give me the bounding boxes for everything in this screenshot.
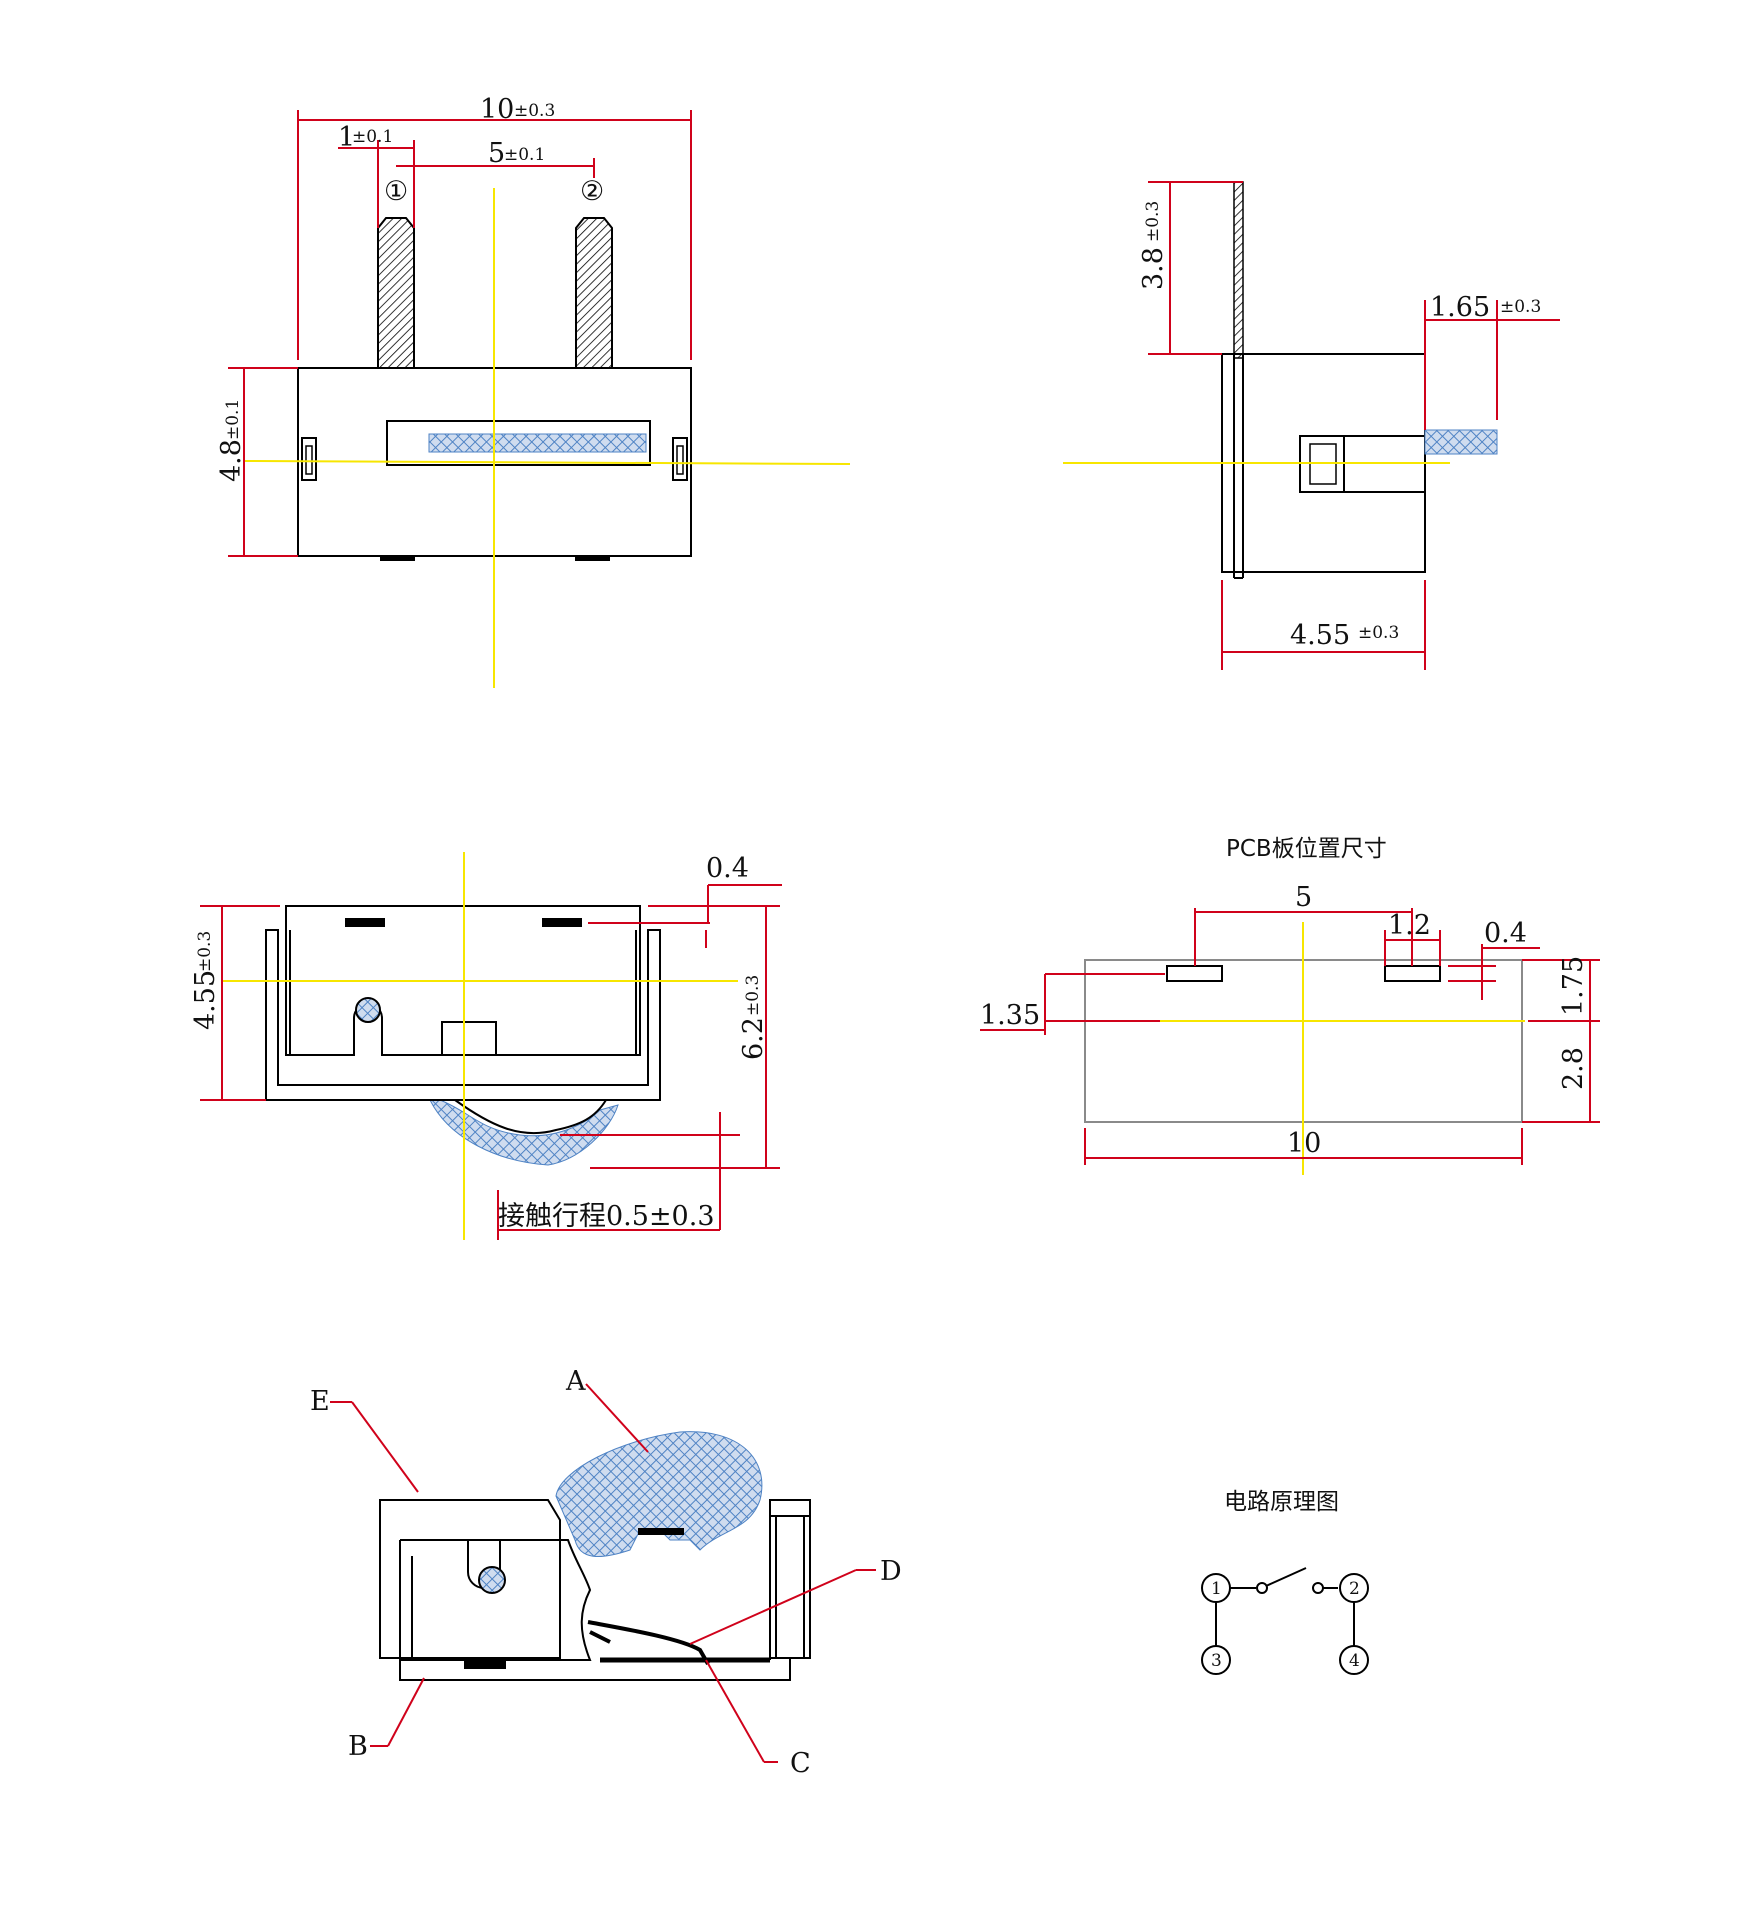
label-c: C: [790, 1748, 811, 1779]
actuator: [428, 433, 647, 453]
terminal-1: [345, 918, 385, 927]
dim-body-tol: ±0.3: [195, 931, 215, 972]
centerline-h: [243, 460, 851, 465]
schematic-title: 电路原理图: [1224, 1489, 1339, 1515]
pcb-title: PCB板位置尺寸: [1226, 836, 1387, 862]
pcb-dim-bottom: 2.8: [1558, 1047, 1589, 1090]
dim-height-tol: ±0.1: [223, 399, 243, 440]
label-e: E: [310, 1386, 330, 1417]
pin-2: [575, 217, 613, 369]
section-leaders: [330, 1383, 876, 1763]
node-4-label: 4: [1349, 1651, 1360, 1671]
node-3-label: 3: [1211, 1651, 1222, 1671]
dim-height: 4.8: [216, 439, 247, 482]
section-view: A B C D E: [310, 1366, 902, 1779]
bottom-pad-1: [380, 556, 415, 561]
bottom-pin-hole: [355, 997, 381, 1023]
label-b: B: [348, 1731, 368, 1762]
pcb-dim-left: 1.35: [980, 1000, 1040, 1031]
bottom-dimensions: [200, 884, 782, 1240]
pin-1: [377, 217, 415, 369]
dim-pin-len-tol: ±0.3: [1143, 201, 1163, 242]
dim-body: 4.55: [190, 970, 221, 1030]
section-spring-c: [587, 1620, 710, 1665]
dim-pin-pitch: 5: [488, 138, 505, 169]
pcb-dimensions: [980, 908, 1600, 1165]
node-4: [1339, 1645, 1369, 1675]
pcb-dim-pad-w: 1.2: [1388, 910, 1431, 941]
bottom-actuator-hatch: [429, 1099, 619, 1166]
dim-total-tol: ±0.3: [743, 975, 763, 1016]
dim-pin-offset: 1: [338, 122, 355, 153]
bottom-pad-2: [575, 556, 610, 561]
actuator-slot: [386, 420, 651, 466]
pin-2-label: ②: [580, 176, 604, 207]
side-view: 3.8 ±0.3 1.65 ±0.3 4.55 ±0.3: [1063, 181, 1560, 670]
dim-width: 10: [480, 94, 514, 125]
dim-total: 6.2: [738, 1017, 769, 1060]
node-1-label: 1: [1211, 1579, 1222, 1599]
dim-width-tol: ±0.3: [514, 101, 555, 121]
dim-terminal: 0.4: [706, 853, 749, 884]
side-pin: [1233, 181, 1244, 359]
side-dimensions: [1148, 181, 1560, 670]
dim-actuator-tol: ±0.3: [1500, 297, 1541, 317]
dim-depth-tol: ±0.3: [1358, 623, 1399, 643]
label-d: D: [880, 1556, 902, 1587]
dim-actuator: 1.65: [1430, 292, 1490, 323]
node-2: [1339, 1573, 1369, 1603]
pcb-dim-width: 10: [1287, 1128, 1321, 1159]
pcb-dim-pad-h: 0.4: [1484, 918, 1527, 949]
section-pin: [478, 1566, 506, 1594]
dim-pin-offset-tol: ±0.1: [352, 127, 393, 147]
pcb-footprint-view: PCB板位置尺寸 5: [980, 836, 1600, 1175]
pin-1-label: ①: [384, 176, 408, 207]
dim-pin-len: 3.8: [1138, 247, 1169, 290]
bottom-view: 4.55 ±0.3 6.2 ±0.3 0.4 接触行程0.5±0.3: [190, 852, 782, 1240]
pcb-pad-1: [1166, 965, 1223, 982]
pcb-pad-2: [1384, 965, 1441, 982]
node-2-label: 2: [1349, 1579, 1360, 1599]
pcb-dim-pitch: 5: [1295, 882, 1312, 913]
section-pad: [464, 1660, 506, 1669]
circuit-schematic: 电路原理图 1 2 3 4: [1201, 1489, 1369, 1675]
label-a: A: [565, 1366, 586, 1397]
node-1: [1201, 1573, 1231, 1603]
section-actuator-a: [555, 1431, 763, 1558]
side-actuator: [1424, 429, 1498, 455]
terminal-2: [542, 918, 582, 927]
front-dimensions: [228, 110, 692, 557]
dim-depth: 4.55: [1290, 620, 1350, 651]
node-3: [1201, 1645, 1231, 1675]
front-view: 10 ±0.3 1 ±0.1 5 ±0.1 ① ② 4.8 ±0.1: [216, 94, 851, 688]
stroke-label: 接触行程0.5±0.3: [498, 1201, 715, 1232]
dim-pin-pitch-tol: ±0.1: [504, 145, 545, 165]
pcb-dim-top: 1.75: [1558, 956, 1589, 1016]
